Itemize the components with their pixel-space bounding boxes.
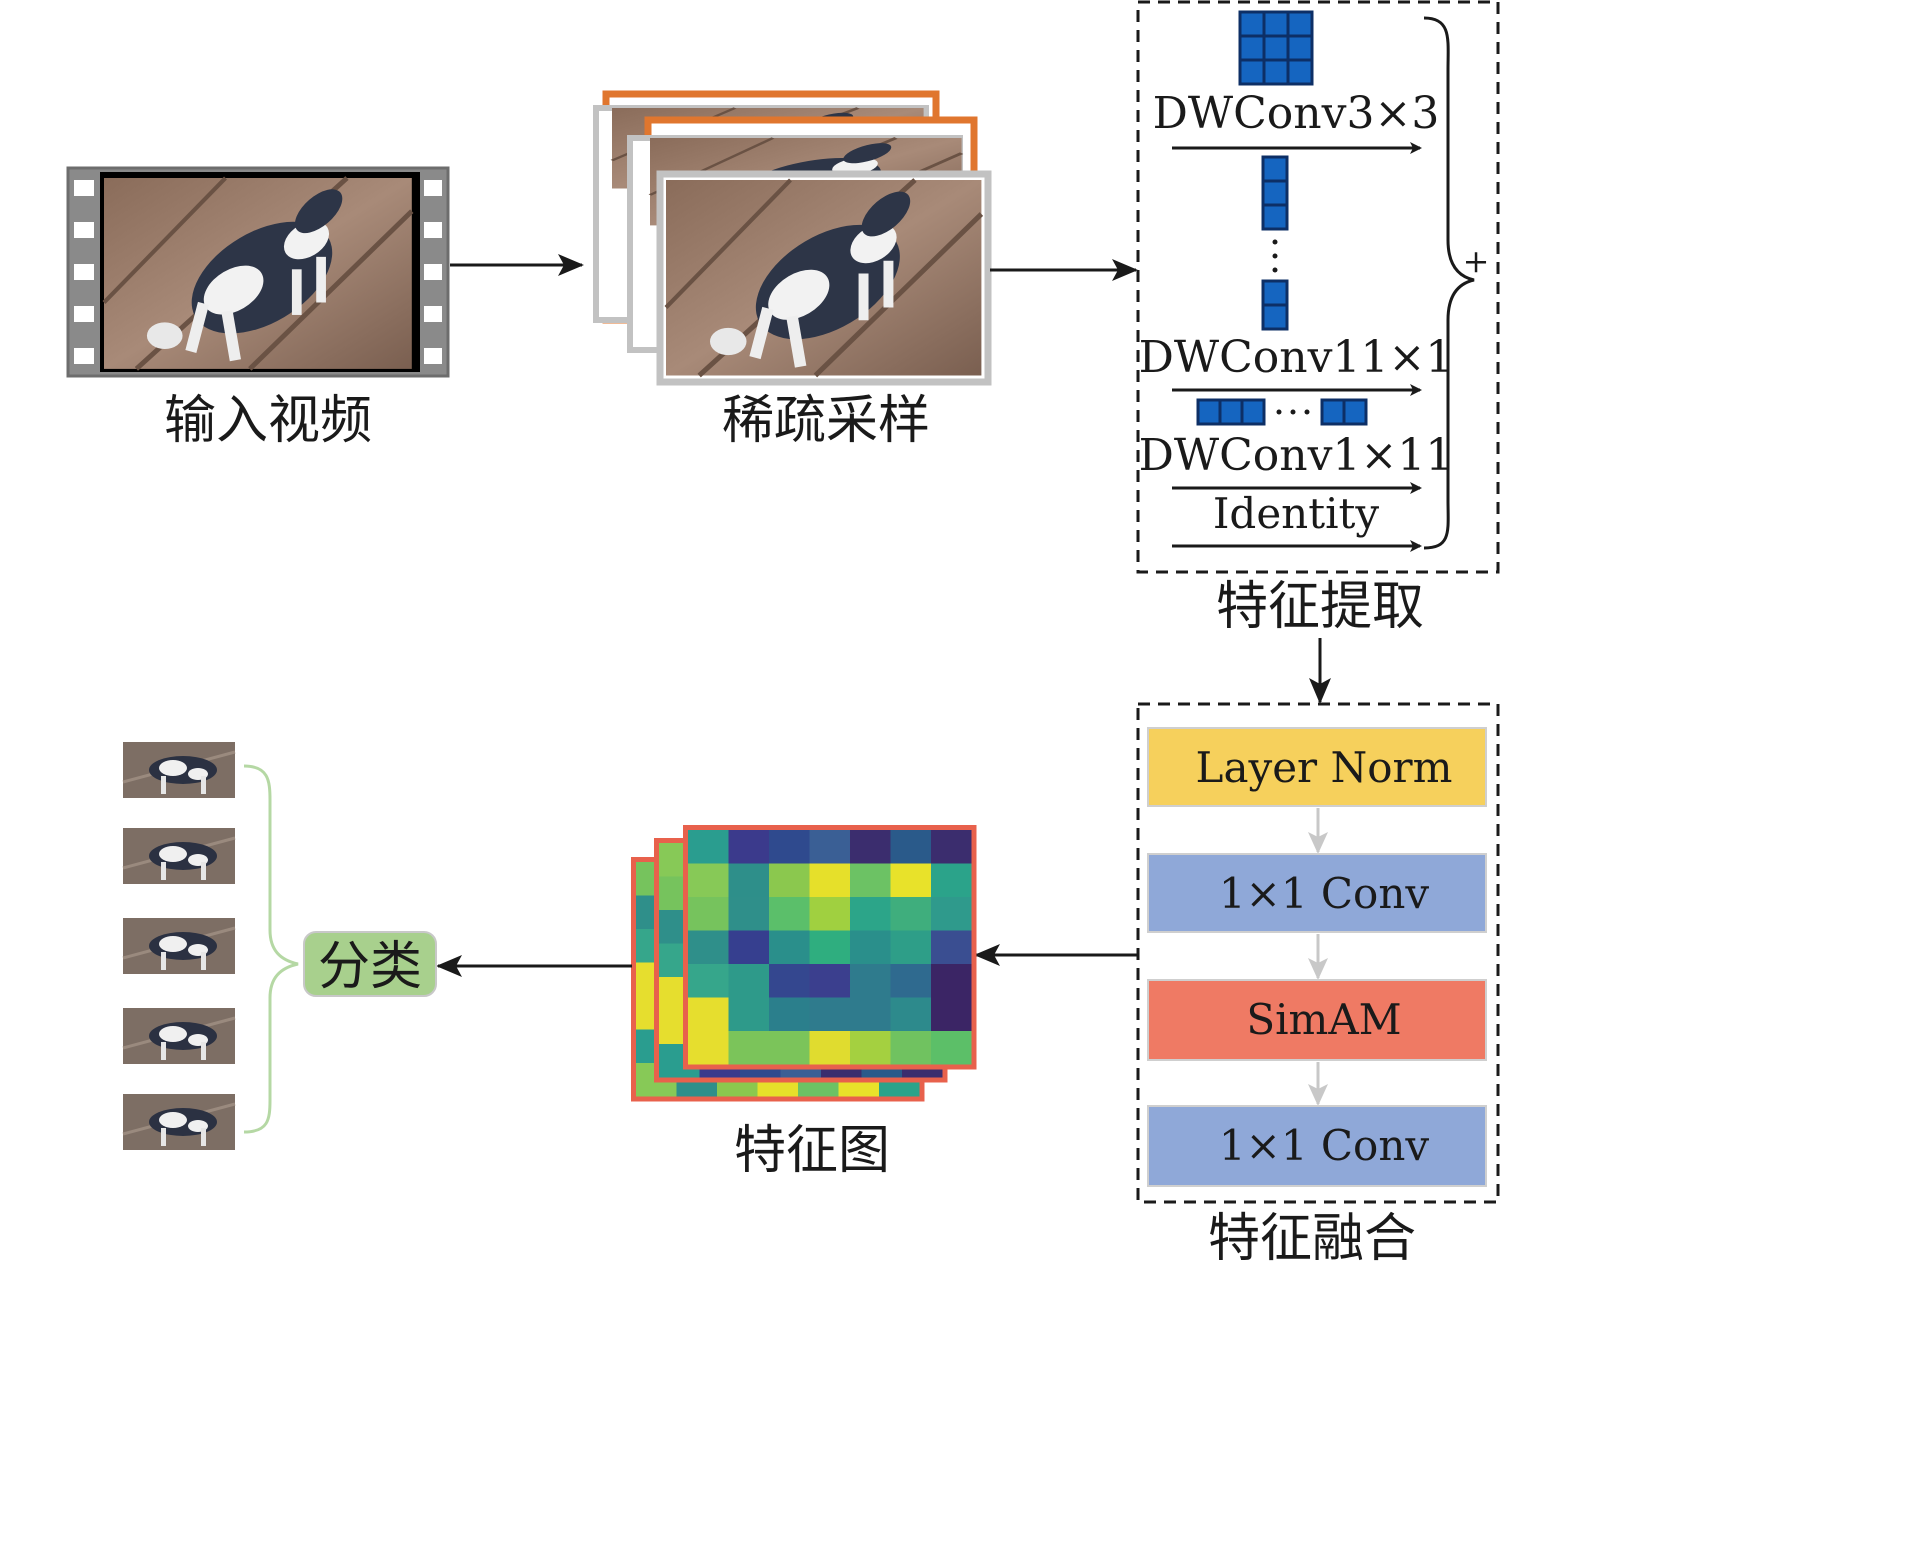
- feature-map-cell: [890, 1031, 931, 1065]
- feature-map-cell: [809, 897, 850, 931]
- feature-map-cell: [728, 863, 769, 897]
- classification-label: 分类: [318, 937, 422, 997]
- feature-map-cell: [890, 997, 931, 1031]
- vertical-ellipsis-icon: [1272, 239, 1278, 273]
- feature-map-cell: [890, 897, 931, 931]
- feature-map-cell: [809, 863, 850, 897]
- class-thumbnail-1: [121, 740, 237, 800]
- feature-extraction-panel: DWConv3×3 DWConv11×1 DWConv1×11 Identity…: [1136, 0, 1500, 574]
- feature-map-cell: [688, 964, 729, 998]
- feature-map-layer-front: [683, 825, 977, 1070]
- feature-map-cell: [769, 830, 810, 864]
- feature-map-cell: [688, 863, 729, 897]
- input-video-filmstrip: [66, 166, 450, 378]
- feature-map-cell: [728, 897, 769, 931]
- feature-map-cell: [850, 1031, 891, 1065]
- feature-map-cell: [809, 830, 850, 864]
- feature-fusion-panel: Layer Norm 1×1 Conv SimAM 1×1 Conv: [1136, 702, 1500, 1204]
- layer-norm-block: [1147, 727, 1487, 807]
- dwconv11x1-kernel-icon: [1261, 155, 1289, 331]
- feature-map-cell: [769, 930, 810, 964]
- dwconv1x11-kernel-icon: [1196, 398, 1368, 426]
- feature-map-cell: [931, 1031, 972, 1065]
- feature-map-cell: [769, 997, 810, 1031]
- feature-map-cell: [850, 830, 891, 864]
- simam-label: SimAM: [1246, 995, 1401, 1044]
- feature-map-cell: [728, 1031, 769, 1065]
- conv1x1-label-1: 1×1 Conv: [1219, 869, 1429, 918]
- classes-brace: [243, 764, 299, 1134]
- horizontal-ellipsis-icon: [1276, 409, 1310, 415]
- feature-map-cell: [728, 830, 769, 864]
- class-thumbnail-4: [121, 1006, 237, 1066]
- feature-map-cell: [850, 964, 891, 998]
- feature-map-cell: [809, 930, 850, 964]
- conv1x1-label-2: 1×1 Conv: [1219, 1121, 1429, 1170]
- feature-map-cell: [769, 964, 810, 998]
- feature-map-cell: [769, 897, 810, 931]
- class-example-thumbnails: [121, 740, 237, 1152]
- dwconv3x3-kernel-icon: [1238, 10, 1314, 86]
- feature-map-cell: [850, 897, 891, 931]
- feature-map-cell: [688, 897, 729, 931]
- feature-map-cell: [809, 1031, 850, 1065]
- dwconv1x11-label: DWConv1×11: [1139, 430, 1454, 481]
- sum-brace: [1423, 16, 1475, 550]
- feature-map-cell: [890, 863, 931, 897]
- feature-map-cell: [728, 997, 769, 1031]
- feature-map-cell: [688, 830, 729, 864]
- feature-map-cell: [809, 997, 850, 1031]
- feature-map-cell: [931, 897, 972, 931]
- conv1x1-block-1: [1147, 853, 1487, 933]
- layer-norm-label: Layer Norm: [1196, 743, 1453, 792]
- sparse-sampling-frames: [593, 90, 992, 386]
- simam-block: [1147, 979, 1487, 1061]
- feature-extraction-label: 特征提取: [1216, 577, 1424, 637]
- filmstrip-perforations: [74, 180, 442, 364]
- identity-label: Identity: [1213, 489, 1380, 538]
- feature-map-cell: [769, 863, 810, 897]
- sparse-sampling-label: 稀疏采样: [722, 391, 930, 451]
- classification-box: [303, 931, 437, 997]
- dwconv3x3-label: DWConv3×3: [1153, 88, 1440, 139]
- feature-fusion-label: 特征融合: [1208, 1209, 1416, 1269]
- input-video-label: 输入视频: [164, 391, 372, 451]
- feature-map-cell: [931, 997, 972, 1031]
- feature-map-cell: [850, 930, 891, 964]
- feature-map-stack: [631, 825, 977, 1102]
- feature-map-cell: [850, 863, 891, 897]
- feature-map-cell: [850, 997, 891, 1031]
- feature-map-cell: [931, 863, 972, 897]
- feature-map-cell: [931, 830, 972, 864]
- feature-map-cell: [728, 964, 769, 998]
- dwconv11x1-label: DWConv11×1: [1139, 332, 1454, 383]
- class-thumbnail-3: [121, 916, 237, 976]
- class-thumbnail-5: [121, 1092, 237, 1152]
- class-thumbnail-2: [121, 826, 237, 886]
- feature-map-cell: [931, 930, 972, 964]
- conv1x1-block-2: [1147, 1105, 1487, 1187]
- feature-map-cell: [688, 997, 729, 1031]
- feature-map-cell: [890, 964, 931, 998]
- feature-map-cell: [728, 930, 769, 964]
- feature-map-cell: [890, 830, 931, 864]
- feature-map-cell: [809, 964, 850, 998]
- feature-map-cell: [688, 930, 729, 964]
- feature-map-cell: [688, 1031, 729, 1065]
- feature-map-label: 特征图: [734, 1121, 890, 1181]
- sum-symbol: +: [1463, 242, 1490, 280]
- feature-map-cell: [931, 964, 972, 998]
- feature-map-cell: [769, 1031, 810, 1065]
- feature-map-cell: [890, 930, 931, 964]
